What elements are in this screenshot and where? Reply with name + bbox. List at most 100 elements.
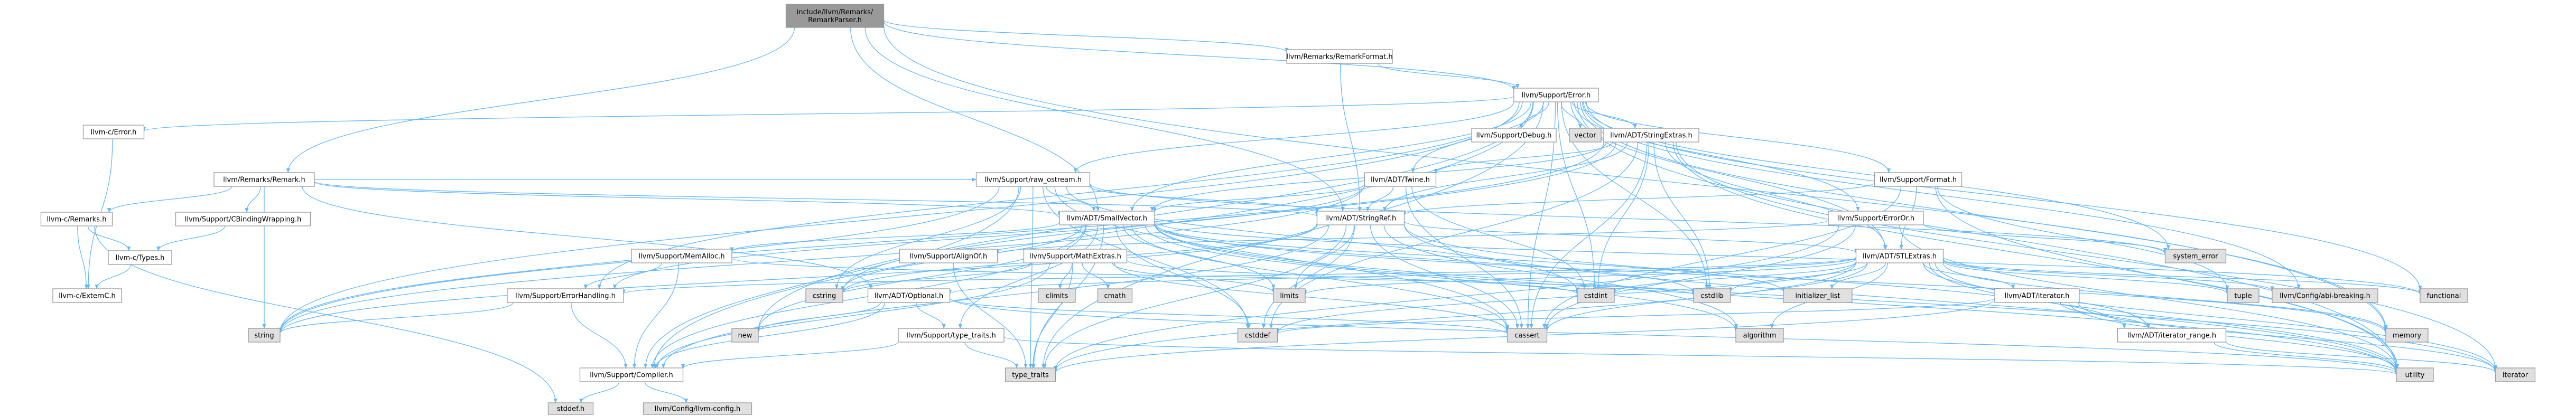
- edge-remark-to-smallvector: [314, 181, 1062, 216]
- edge-twine-to-stringref: [1365, 186, 1394, 212]
- node-cbinding[interactable]: llvm/Support/CBindingWrapping.h: [175, 212, 311, 226]
- node-tuple[interactable]: tuple: [2227, 288, 2259, 303]
- node-limits[interactable]: limits: [1273, 288, 1306, 303]
- node-stringref[interactable]: llvm/ADT/StringRef.h: [1316, 211, 1405, 225]
- node-stlextras[interactable]: llvm/ADT/STLExtras.h: [1855, 249, 1944, 263]
- node-ctypes[interactable]: llvm-c/Types.h: [108, 250, 172, 265]
- node-cremarks-label: llvm-c/Remarks.h: [47, 216, 107, 224]
- edge-rawostream-to-cstddef: [1043, 186, 1250, 329]
- node-cbinding-label: llvm/Support/CBindingWrapping.h: [185, 216, 302, 224]
- node-externc-label: llvm-c/ExternC.h: [59, 292, 116, 300]
- node-cmath-label: cmath: [1104, 292, 1126, 300]
- edge-smallvector-to-functional: [1154, 221, 2422, 295]
- node-cassert[interactable]: cassert: [1506, 328, 1548, 343]
- node-algorithm[interactable]: algorithm: [1735, 328, 1784, 343]
- node-smallvector[interactable]: llvm/ADT/SmallVector.h: [1059, 211, 1155, 225]
- node-smallvector-box: [1059, 211, 1155, 225]
- node-errorhandling[interactable]: llvm/Support/ErrorHandling.h: [507, 288, 624, 303]
- node-cerror[interactable]: llvm-c/Error.h: [82, 125, 145, 139]
- node-twine[interactable]: llvm/ADT/Twine.h: [1364, 172, 1437, 187]
- node-typetraits[interactable]: type_traits: [1005, 367, 1056, 382]
- node-rawostream-label: llvm/Support/raw_ostream.h: [984, 176, 1082, 184]
- node-root-box: [785, 4, 885, 28]
- node-initlist[interactable]: initializer_list: [1783, 288, 1853, 303]
- node-functional[interactable]: functional: [2420, 288, 2468, 303]
- edge-smallvector-to-memory: [1154, 222, 2388, 334]
- node-stddef[interactable]: stddef.h: [547, 402, 594, 415]
- edge-format-to-cassert: [1542, 186, 1902, 329]
- node-iterrange[interactable]: llvm/ADT/iterator_range.h: [2117, 328, 2227, 343]
- edge-stlextras-to-cstdlib: [1728, 262, 1868, 292]
- edge-error-to-smallvector: [1130, 101, 1532, 212]
- node-mathextras[interactable]: llvm/Support/MathExtras.h: [1023, 249, 1128, 263]
- nodes-layer: include/llvm/Remarks/RemarkParser.h llvm/…: [40, 4, 2536, 415]
- node-llvmconfig[interactable]: llvm/Config/llvm-config.h: [643, 402, 752, 415]
- edge-stringref-to-cassert: [1370, 224, 1520, 329]
- node-error[interactable]: llvm/Support/Error.h: [1513, 88, 1599, 102]
- node-vector[interactable]: vector: [1569, 128, 1602, 143]
- node-cstddef[interactable]: cstddef: [1237, 328, 1278, 343]
- node-typetraitsh[interactable]: llvm/Support/type_traits.h: [898, 328, 1005, 343]
- edge-stringref-to-cstddef: [1261, 224, 1355, 329]
- node-typetraits-box: [1005, 367, 1056, 382]
- edge-stringextras-to-utility: [1672, 141, 2398, 370]
- node-debug[interactable]: llvm/Support/Debug.h: [1471, 128, 1557, 143]
- edge-remark-to-optional: [302, 186, 873, 289]
- node-cstddef-box: [1237, 328, 1278, 343]
- node-compiler[interactable]: llvm/Support/Compiler.h: [579, 367, 684, 382]
- node-memory-label: memory: [2393, 332, 2422, 340]
- node-adtiterator[interactable]: llvm/ADT/iterator.h: [1994, 288, 2080, 303]
- edge-cremarks-to-externc: [77, 225, 88, 289]
- node-utility[interactable]: utility: [2396, 367, 2434, 382]
- node-cassert-box: [1506, 328, 1548, 343]
- node-adtiterator-box: [1994, 288, 2080, 303]
- node-stringref-box: [1316, 211, 1405, 225]
- node-cerror-label: llvm-c/Error.h: [91, 129, 137, 137]
- edge-optional-to-cassert: [949, 298, 1509, 335]
- edge-smallvector-to-algorithm: [1145, 224, 1738, 332]
- node-iterator[interactable]: iterator: [2495, 367, 2536, 382]
- edge-stlextras-to-errorhandling: [621, 257, 1857, 295]
- node-climits[interactable]: climits: [1038, 288, 1076, 303]
- edge-root-to-memory: [883, 25, 2388, 332]
- edge-error-to-stringextras: [1572, 101, 1637, 129]
- edge-smallvector-to-cstdlib: [1154, 224, 1696, 294]
- node-stringextras[interactable]: llvm/ADT/StringExtras.h: [1603, 128, 1699, 143]
- node-abibreaking[interactable]: llvm/Config/abi-breaking.h: [2272, 288, 2378, 303]
- node-erroror[interactable]: llvm/Support/ErrorOr.h: [1828, 211, 1924, 225]
- node-systemerror[interactable]: system_error: [2164, 249, 2227, 263]
- node-externc[interactable]: llvm-c/ExternC.h: [52, 288, 122, 303]
- node-new[interactable]: new: [731, 328, 759, 343]
- node-rawostream[interactable]: llvm/Support/raw_ostream.h: [975, 172, 1091, 187]
- node-new-label: new: [738, 332, 752, 340]
- edge-adtiterator-to-cstddef: [1276, 297, 1995, 335]
- edge-rawostream-to-typetraits: [1028, 186, 1034, 368]
- node-root-label: include/llvm/Remarks/RemarkParser.h: [797, 8, 873, 24]
- edge-stlextras-to-tuple: [1942, 261, 2229, 295]
- node-cmath-box: [1097, 288, 1133, 303]
- edge-stringref-to-string: [278, 222, 1318, 334]
- node-cassert-label: cassert: [1514, 332, 1539, 340]
- node-rawostream-box: [975, 172, 1091, 187]
- node-alignof-box: [899, 249, 998, 263]
- node-externc-box: [52, 288, 122, 303]
- node-remarkformat[interactable]: llvm/Remarks/RemarkFormat.h: [1286, 49, 1393, 64]
- node-memalloc[interactable]: llvm/Support/MemAlloc.h: [631, 249, 732, 263]
- node-memory[interactable]: memory: [2385, 328, 2429, 343]
- node-string[interactable]: string: [248, 328, 281, 343]
- node-alignof[interactable]: llvm/Support/AlignOf.h: [899, 249, 998, 263]
- node-optional[interactable]: llvm/ADT/Optional.h: [867, 288, 951, 303]
- node-cstring-label: cstring: [813, 292, 836, 300]
- node-cstring[interactable]: cstring: [805, 288, 843, 303]
- node-typetraits-label: type_traits: [1012, 372, 1049, 380]
- edge-root-to-error: [883, 21, 1516, 91]
- node-cstdint[interactable]: cstdint: [1577, 288, 1615, 303]
- node-cstdlib[interactable]: cstdlib: [1693, 288, 1731, 303]
- node-cremarks[interactable]: llvm-c/Remarks.h: [40, 212, 113, 226]
- node-cmath[interactable]: cmath: [1097, 288, 1133, 303]
- node-root[interactable]: include/llvm/Remarks/RemarkParser.h: [785, 4, 885, 28]
- node-remark[interactable]: llvm/Remarks/Remark.h: [213, 172, 315, 187]
- node-format[interactable]: llvm/Support/Format.h: [1874, 172, 1963, 187]
- node-compiler-label: llvm/Support/Compiler.h: [590, 372, 673, 380]
